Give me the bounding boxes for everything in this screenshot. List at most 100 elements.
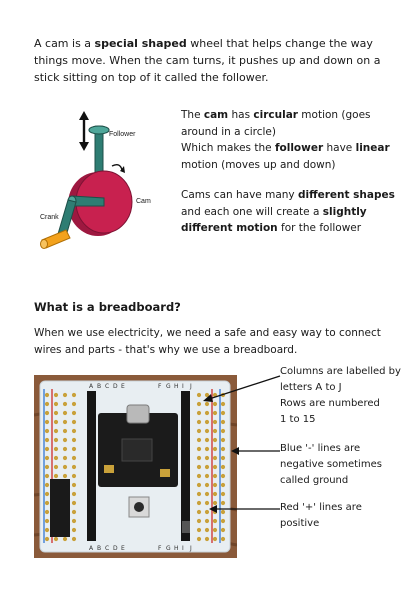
callout-line: Red '+' lines are (280, 502, 362, 513)
cam-intro-paragraph: A cam is a special shaped wheel that hel… (34, 35, 394, 86)
board-hole (44, 392, 50, 398)
board-hole (220, 401, 226, 407)
callout-line: Columns are labelled by (280, 366, 401, 377)
board-hole (212, 401, 218, 407)
board-hole (220, 410, 226, 416)
text: have (323, 142, 356, 154)
board-hole (204, 428, 210, 434)
intro-bold-special-shaped: special shaped (94, 37, 187, 50)
column-letter-bottom: F (158, 545, 162, 552)
board-hole (212, 482, 218, 488)
column-letter-top: A (89, 383, 94, 390)
column-letter-top: I (182, 383, 184, 390)
board-hole (220, 464, 226, 470)
text: motion (goes around in a circle) (181, 109, 371, 138)
push-button (128, 496, 150, 518)
cam-explanation: The cam has circular motion (goes around… (181, 107, 396, 237)
board-hole (204, 500, 210, 506)
board-hole (53, 419, 59, 425)
board-hole (71, 473, 77, 479)
board-hole (53, 437, 59, 443)
board-hole (44, 491, 50, 497)
board-hole (71, 419, 77, 425)
board-hole (212, 536, 218, 542)
board-hole (44, 437, 50, 443)
board-hole (44, 455, 50, 461)
board-hole (53, 428, 59, 434)
board-hole (220, 419, 226, 425)
column-letter-bottom: E (121, 545, 125, 552)
board-hole (196, 455, 202, 461)
board-hole (44, 410, 50, 416)
board-hole (53, 446, 59, 452)
cam-shapes-paragraph: Cams can have many different shapes and … (181, 187, 396, 237)
board-hole (44, 527, 50, 533)
board-hole (62, 392, 68, 398)
board-hole (196, 527, 202, 533)
board-hole (44, 401, 50, 407)
board-hole (212, 464, 218, 470)
board-hole (220, 491, 226, 497)
callout-line: Blue '-' lines are (280, 443, 361, 454)
text: Which makes the (181, 142, 275, 154)
board-hole (71, 401, 77, 407)
board-hole (196, 401, 202, 407)
board-hole (71, 410, 77, 416)
board-hole (204, 482, 210, 488)
board-hole (212, 473, 218, 479)
board-hole (44, 536, 50, 542)
callout-line: called ground (280, 475, 349, 486)
label-cam: Cam (136, 198, 151, 205)
column-letter-top: G (166, 383, 171, 390)
board-hole (196, 482, 202, 488)
board-hole (204, 509, 210, 515)
up-down-arrow-icon (79, 111, 89, 151)
board-hole (204, 491, 210, 497)
board-hole (204, 527, 210, 533)
board-hole (71, 482, 77, 488)
board-hole (196, 473, 202, 479)
column-letter-bottom: D (113, 545, 118, 552)
microcontroller-module (98, 404, 178, 487)
board-hole (212, 527, 218, 533)
board-hole (71, 437, 77, 443)
column-letter-top: H (174, 383, 179, 390)
board-hole (204, 464, 210, 470)
board-hole (44, 473, 50, 479)
column-letter-top: F (158, 383, 162, 390)
board-hole (204, 536, 210, 542)
board-hole (204, 455, 210, 461)
board-hole (204, 518, 210, 524)
board-hole (220, 437, 226, 443)
bold-different-shapes: different shapes (297, 189, 395, 201)
board-hole (62, 455, 68, 461)
board-hole (71, 536, 77, 542)
board-hole (196, 419, 202, 425)
board-hole (212, 419, 218, 425)
rotation-arrowhead-icon (120, 166, 125, 173)
callout-line: positive (280, 518, 320, 529)
board-hole (53, 473, 59, 479)
board-hole (44, 446, 50, 452)
board-hole (196, 464, 202, 470)
board-hole (44, 482, 50, 488)
board-hole (62, 473, 68, 479)
text: The (181, 109, 204, 121)
text: motion (moves up and down) (181, 158, 336, 171)
board-hole (62, 401, 68, 407)
board-hole (204, 392, 210, 398)
board-hole (220, 536, 226, 542)
callout-line: letters A to J (280, 382, 342, 393)
right-header-strip (181, 391, 190, 541)
board-hole (196, 428, 202, 434)
callout-line: 1 to 15 (280, 414, 316, 425)
column-letter-bottom: H (174, 545, 179, 552)
bold-circular: circular (253, 109, 298, 121)
board-hole (62, 536, 68, 542)
column-letter-bottom: G (166, 545, 171, 552)
board-hole (204, 410, 210, 416)
board-hole (53, 536, 59, 542)
